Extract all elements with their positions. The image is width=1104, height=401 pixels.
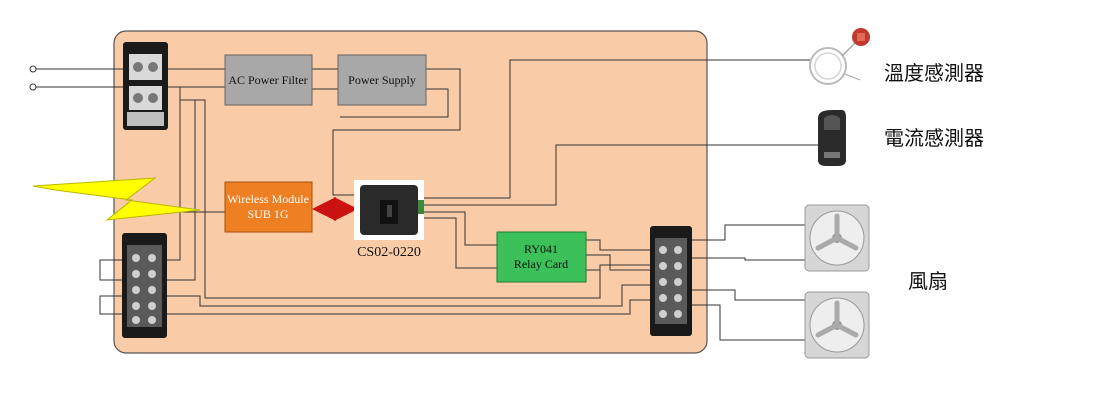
wireless-module-label-2: SUB 1G (247, 207, 288, 221)
controller-device: CS02-0220 (354, 180, 424, 260)
fan-icon (804, 291, 870, 359)
wiring (29, 59, 820, 341)
wireless-signal-icon (32, 177, 201, 221)
terminal-block-right (650, 226, 692, 336)
temperature-sensor-label: 溫度感測器 (884, 61, 984, 85)
current-sensor-label: 電流感測器 (884, 126, 984, 150)
power-supply-label: Power Supply (348, 73, 416, 87)
relay-card-label-2: Relay Card (514, 257, 568, 271)
terminal-block-top (123, 42, 168, 130)
relay-card-label-1: RY041 (524, 242, 558, 256)
fan-icon (804, 204, 870, 272)
fans-label: 風扇 (908, 269, 948, 293)
power-supply: Power Supply (337, 54, 427, 106)
current-sensor-icon (818, 110, 846, 166)
wireless-module: Wireless Module SUB 1G (224, 181, 313, 233)
ac-power-filter: AC Power Filter (224, 54, 313, 106)
ac-power-filter-label: AC Power Filter (228, 73, 307, 87)
relay-card: RY041 Relay Card (496, 231, 587, 283)
controller-label: CS02-0220 (357, 245, 421, 260)
temperature-sensor-icon (809, 28, 870, 85)
terminal-block-bottom-left (122, 233, 167, 338)
wireless-module-label-1: Wireless Module (227, 192, 309, 206)
